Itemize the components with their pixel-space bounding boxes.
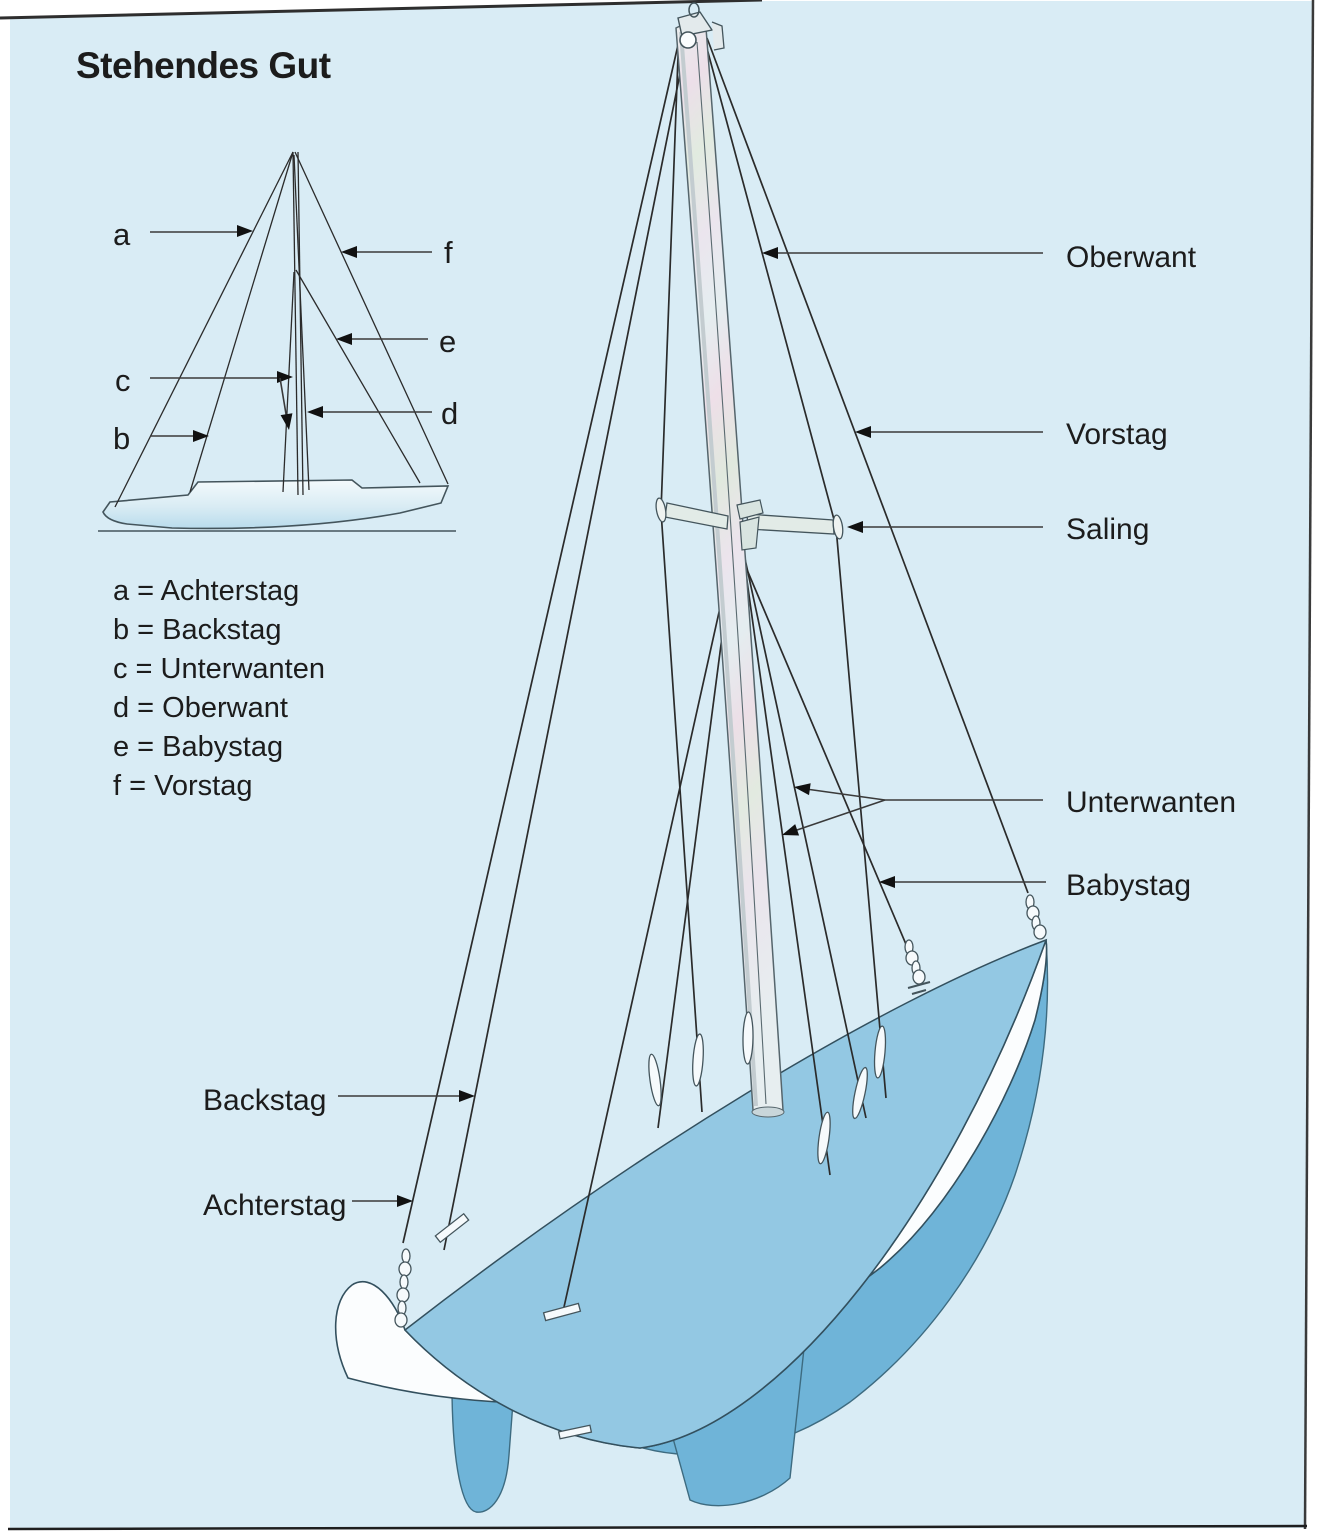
label-b: b — [113, 421, 130, 456]
mast-track — [696, 41, 767, 1105]
vorstag-line — [706, 37, 1029, 894]
backstag-line — [443, 33, 689, 1251]
port-backstay-runner-line — [561, 544, 735, 1317]
small-babystag-line — [295, 269, 421, 484]
babystag-chain — [904, 939, 931, 995]
backstag-arrow-icon — [459, 1090, 475, 1102]
label-vorstag: Vorstag — [1066, 418, 1168, 451]
small-hull — [102, 479, 450, 530]
f-arrow-icon — [341, 246, 357, 258]
legend-item-d: d = Oberwant — [113, 692, 288, 724]
spreader-root-bracket — [736, 499, 764, 551]
page-top-edge — [0, 0, 763, 20]
legend-item-c: c = Unterwanten — [113, 653, 325, 685]
turnbuckle — [742, 1011, 754, 1065]
spreader-tip-left — [655, 497, 667, 523]
label-a: a — [113, 217, 131, 252]
masthead-aft-tang — [711, 21, 725, 51]
c-arrow2-icon — [280, 413, 293, 430]
chainplate — [557, 1424, 593, 1440]
turnbuckle — [692, 1033, 704, 1087]
masthead-crane — [677, 11, 714, 37]
achterstag-arrow-icon — [397, 1195, 413, 1207]
label-c: c — [115, 363, 131, 398]
small-unterwant-line — [282, 271, 295, 493]
label-babystag: Babystag — [1066, 869, 1191, 902]
c-leader-branch — [279, 377, 288, 421]
unterwanten-arrow2-icon — [782, 824, 800, 836]
legend-item-e: e = Babystag — [113, 731, 283, 763]
achterstag-line — [402, 31, 682, 1244]
babystag-deck-fitting — [907, 981, 931, 995]
turnbuckle — [648, 1053, 662, 1107]
chainplate — [542, 1302, 582, 1322]
d-arrow-icon — [307, 406, 323, 418]
e-arrow-icon — [336, 333, 352, 345]
label-unterwanten: Unterwanten — [1066, 786, 1236, 819]
label-d: d — [441, 396, 458, 431]
vorstag-chain — [1025, 894, 1047, 940]
unterwanten-branch-2 — [793, 799, 886, 832]
small-mast — [292, 151, 299, 496]
babystag-arrow-icon — [879, 876, 895, 888]
stbd-fwd-unterwant-line — [741, 544, 867, 1119]
small-diagram: a b c d e f — [98, 151, 458, 532]
spreader-tip-right — [832, 514, 844, 540]
mast-foot — [751, 1106, 785, 1118]
rudder — [451, 1393, 514, 1513]
mast-shading — [679, 31, 758, 1107]
label-achterstag: Achterstag — [203, 1189, 346, 1222]
label-oberwant: Oberwant — [1066, 241, 1197, 274]
legend-item-f: f = Vorstag — [113, 770, 252, 802]
turnbuckle — [852, 1066, 868, 1120]
masthead-sheave — [679, 31, 697, 49]
saling-arrow-icon — [847, 521, 863, 533]
small-oberwant-line — [293, 154, 310, 491]
turnbuckle — [817, 1111, 831, 1165]
achterstag-chain — [394, 1248, 412, 1328]
vorstag-arrow-icon — [855, 426, 871, 438]
label-f: f — [444, 235, 453, 270]
small-achterstag-line — [114, 151, 294, 508]
legend: a = Achterstag b = Backstag c = Unterwan… — [113, 575, 325, 802]
page-bottom-edge — [7, 1524, 1308, 1531]
unterwanten-arrow-icon — [794, 783, 811, 796]
saling-spreaders — [655, 497, 844, 551]
a-arrow-icon — [237, 225, 253, 237]
masthead-ring-icon — [688, 2, 700, 18]
small-vorstag-line — [294, 151, 449, 485]
chains — [394, 894, 1047, 1440]
deck — [403, 938, 1048, 1449]
unterwanten-branch-1 — [805, 788, 886, 801]
babystag-line — [744, 564, 923, 983]
chainplate — [434, 1212, 470, 1244]
small-mast-aft — [297, 151, 304, 496]
label-e: e — [439, 324, 456, 359]
stbd-aft-unterwant-line — [741, 544, 831, 1176]
label-saling: Saling — [1066, 513, 1149, 546]
turnbuckle — [873, 1025, 887, 1079]
legend-item-a: a = Achterstag — [113, 575, 299, 607]
legend-item-b: b = Backstag — [113, 614, 281, 646]
page-title: Stehendes Gut — [76, 45, 331, 86]
b-arrow-icon — [193, 430, 209, 442]
label-backstag: Backstag — [203, 1084, 326, 1117]
main-diagram: Oberwant Vorstag Saling Unterwanten Baby… — [203, 2, 1236, 1513]
masthead-fitting — [677, 2, 725, 51]
page-right-edge — [1303, 0, 1315, 1530]
oberwant-arrow-icon — [762, 247, 778, 259]
turnbuckles — [648, 1011, 887, 1165]
